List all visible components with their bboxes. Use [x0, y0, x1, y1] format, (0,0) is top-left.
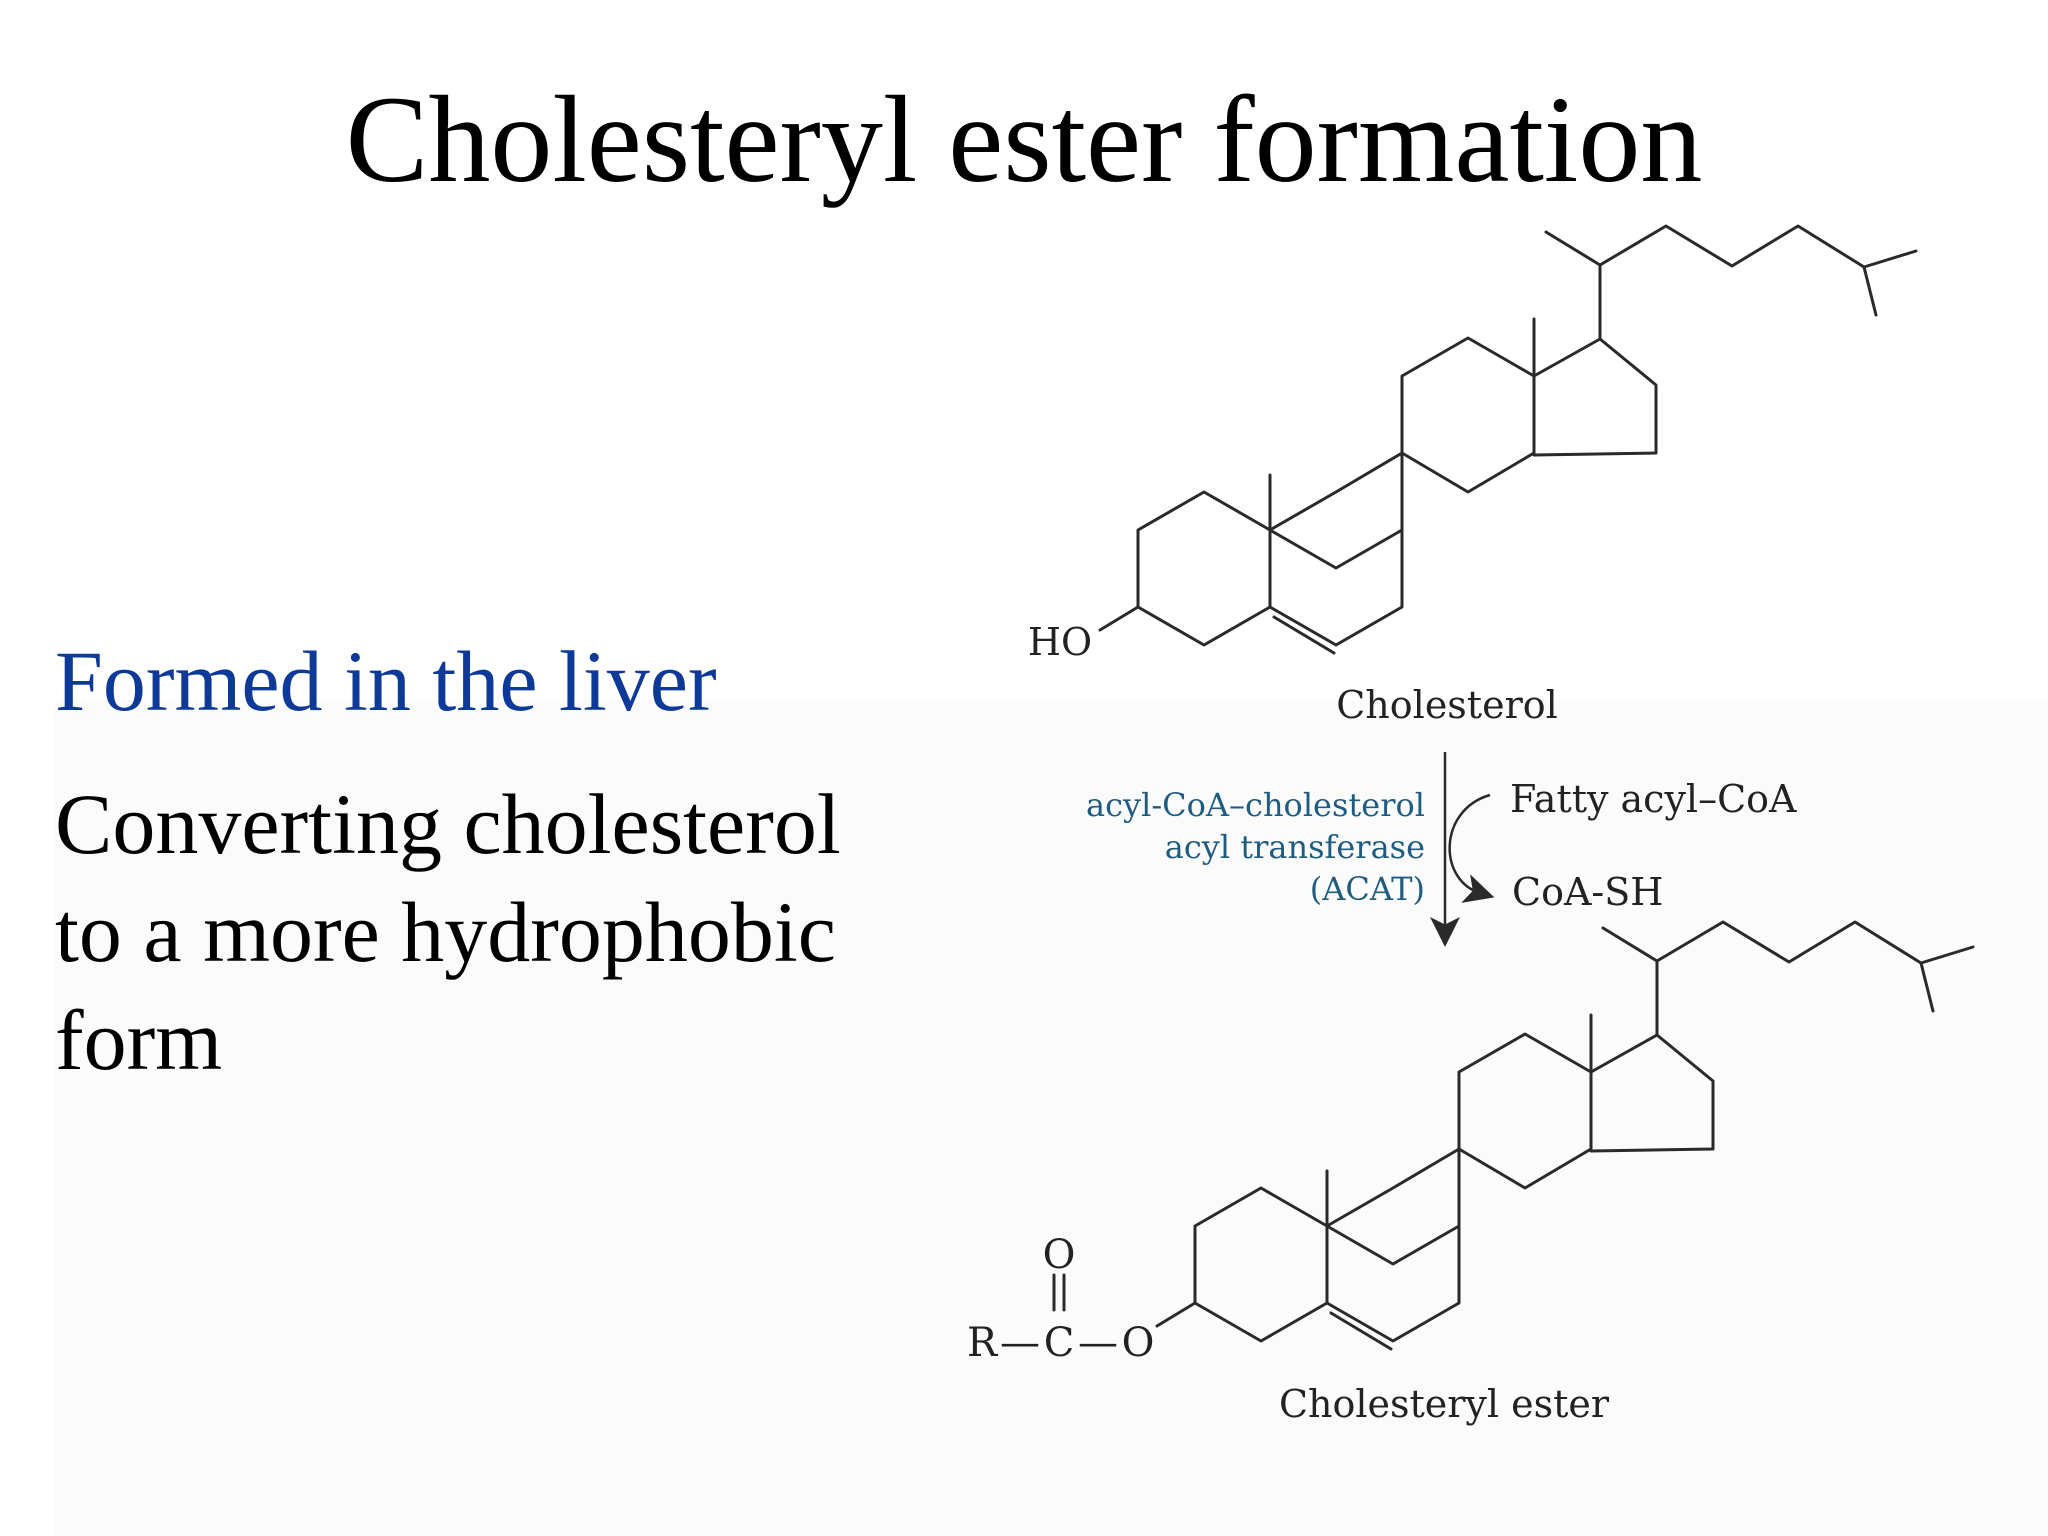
enzyme-line-1: acyl-CoA–cholesterol [1086, 786, 1425, 824]
bullet-line-3: form [55, 992, 223, 1088]
cholesteryl-ester-label: Cholesteryl ester [1279, 1382, 1610, 1426]
bond-dash-2: — [1078, 1320, 1118, 1366]
cholesteryl-ester-structure [1052, 920, 1975, 1351]
bullet-line-2: to a more hydrophobic [55, 884, 836, 980]
carbonyl-carbon-label: C [1044, 1320, 1075, 1366]
fatty-acyl-coa-label: Fatty acyl–CoA [1510, 777, 1797, 821]
cholesterol-label: Cholesterol [1336, 683, 1558, 727]
ester-oxygen-label: O [1122, 1320, 1155, 1366]
enzyme-line-3: (ACAT) [1310, 870, 1425, 908]
r-group-label: R [967, 1320, 999, 1366]
bullet-heading: Formed in the liver [55, 633, 717, 729]
hydroxyl-label: HO [1028, 620, 1092, 664]
cofactor-arrow [1448, 793, 1495, 903]
bullet-line-1: Converting cholesterol [55, 776, 841, 872]
enzyme-line-2: acyl transferase [1165, 828, 1425, 866]
background-panel [55, 700, 2048, 1536]
bond-dash-1: — [1000, 1320, 1040, 1366]
coa-sh-label: CoA-SH [1512, 870, 1663, 914]
carbonyl-oxygen-label: O [1043, 1232, 1076, 1278]
cholesterol-structure [1098, 224, 1918, 655]
bullet-body: Converting cholesterol to a more hydroph… [55, 770, 955, 1094]
slide-title: Cholesteryl ester formation [345, 71, 1703, 208]
